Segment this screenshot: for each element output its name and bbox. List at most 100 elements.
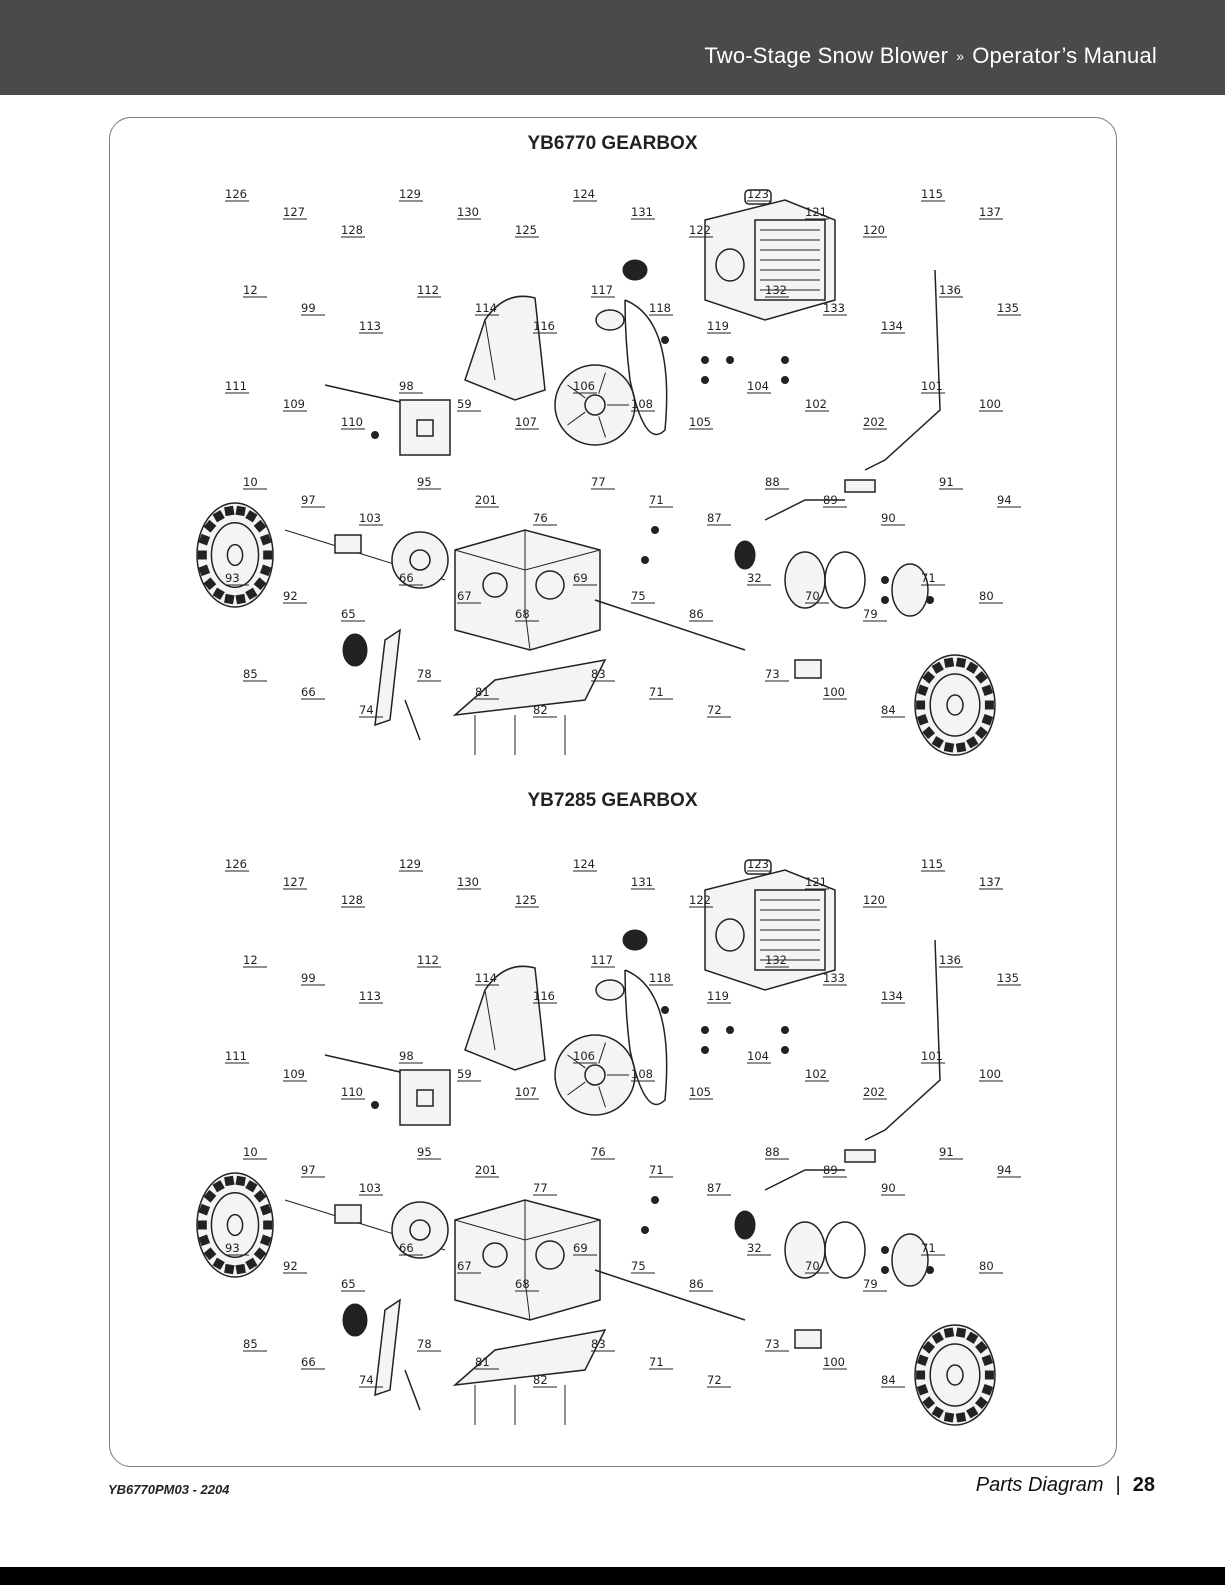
callout-label: 86 bbox=[689, 1277, 704, 1291]
callout-label: 71 bbox=[649, 1163, 664, 1177]
callout-label: 99 bbox=[301, 301, 316, 315]
callout-label: 101 bbox=[921, 1049, 943, 1063]
callout-label: 108 bbox=[631, 1067, 653, 1081]
callout-label: 102 bbox=[805, 1067, 827, 1081]
callout-label: 110 bbox=[341, 1085, 363, 1099]
callout-label: 98 bbox=[399, 379, 414, 393]
callout-label: 92 bbox=[283, 1259, 298, 1273]
callout-label: 82 bbox=[533, 703, 548, 717]
callout-label: 59 bbox=[457, 397, 472, 411]
callout-label: 86 bbox=[689, 607, 704, 621]
axle-shaft bbox=[594, 1269, 746, 1321]
callout-label: 104 bbox=[747, 1049, 769, 1063]
callout-label: 136 bbox=[939, 283, 961, 297]
callout-label: 10 bbox=[243, 1145, 258, 1159]
belt-cover bbox=[464, 965, 546, 1071]
callout-label: 71 bbox=[649, 1355, 664, 1369]
callout-label: 66 bbox=[301, 685, 316, 699]
callout-label: 131 bbox=[631, 875, 653, 889]
callout-label: 114 bbox=[475, 301, 497, 315]
pulley-assembly bbox=[554, 259, 668, 446]
callout-label: 72 bbox=[707, 703, 722, 717]
callout-label: 117 bbox=[591, 953, 613, 967]
callout-label: 97 bbox=[301, 1163, 316, 1177]
callout-label: 94 bbox=[997, 1163, 1012, 1177]
callout-label: 100 bbox=[979, 1067, 1001, 1081]
callout-label: 81 bbox=[475, 685, 490, 699]
callout-label: 101 bbox=[921, 379, 943, 393]
callout-label: 117 bbox=[591, 283, 613, 297]
callout-label: 128 bbox=[341, 893, 363, 907]
mount-bracket bbox=[324, 384, 451, 456]
callout-label: 87 bbox=[707, 1181, 722, 1195]
belt-cover bbox=[464, 295, 546, 401]
callout-label: 119 bbox=[707, 319, 729, 333]
callout-label: 106 bbox=[573, 379, 595, 393]
callout-label: 137 bbox=[979, 205, 1001, 219]
mount-bracket bbox=[324, 1054, 451, 1126]
callout-label: 130 bbox=[457, 875, 479, 889]
callout-label: 89 bbox=[823, 493, 838, 507]
callout-label: 66 bbox=[399, 1241, 414, 1255]
callout-label: 92 bbox=[283, 589, 298, 603]
callout-label: 88 bbox=[765, 1145, 780, 1159]
callout-label: 98 bbox=[399, 1049, 414, 1063]
callout-label: 123 bbox=[747, 857, 769, 871]
callout-label: 129 bbox=[399, 857, 421, 871]
callout-label: 71 bbox=[921, 1241, 936, 1255]
right-tire bbox=[914, 1324, 996, 1426]
callout-label: 202 bbox=[863, 1085, 885, 1099]
callout-label: 80 bbox=[979, 589, 994, 603]
callout-label: 95 bbox=[417, 475, 432, 489]
callout-label: 90 bbox=[881, 1181, 896, 1195]
diagram-frame bbox=[109, 117, 1117, 1467]
callout-label: 109 bbox=[283, 1067, 305, 1081]
callout-label: 66 bbox=[301, 1355, 316, 1369]
callout-label: 73 bbox=[765, 667, 780, 681]
callout-label: 126 bbox=[225, 857, 247, 871]
callout-label: 83 bbox=[591, 667, 606, 681]
callout-label: 70 bbox=[805, 1259, 820, 1273]
callout-label: 71 bbox=[649, 685, 664, 699]
callout-label: 111 bbox=[225, 1049, 247, 1063]
bottom-rule bbox=[0, 1567, 1225, 1585]
callout-label: 105 bbox=[689, 1085, 711, 1099]
callout-label: 67 bbox=[457, 589, 472, 603]
callout-label: 115 bbox=[921, 857, 943, 871]
callout-label: 68 bbox=[515, 1277, 530, 1291]
footer-divider: | bbox=[1115, 1474, 1121, 1496]
pulley-assembly bbox=[554, 929, 668, 1116]
left-tire bbox=[196, 1172, 274, 1278]
shift-rod bbox=[764, 269, 941, 521]
callout-label: 77 bbox=[591, 475, 606, 489]
callout-label: 76 bbox=[533, 511, 548, 525]
shift-lever bbox=[342, 1298, 421, 1411]
callout-label: 129 bbox=[399, 187, 421, 201]
header-separator: » bbox=[956, 48, 965, 64]
callout-label: 127 bbox=[283, 205, 305, 219]
exploded-view bbox=[196, 859, 996, 1426]
callout-label: 131 bbox=[631, 205, 653, 219]
section-title-yb7285: YB7285 GEARBOX bbox=[527, 790, 698, 811]
callout-label: 69 bbox=[573, 1241, 588, 1255]
callout-label: 107 bbox=[515, 415, 537, 429]
callout-label: 70 bbox=[805, 589, 820, 603]
callout-label: 32 bbox=[747, 1241, 762, 1255]
callout-label: 118 bbox=[649, 971, 671, 985]
callout-label: 68 bbox=[515, 607, 530, 621]
callout-label: 100 bbox=[979, 397, 1001, 411]
callout-label: 136 bbox=[939, 953, 961, 967]
callout-label: 66 bbox=[399, 571, 414, 585]
callout-label: 125 bbox=[515, 223, 537, 237]
callout-label: 74 bbox=[359, 1373, 374, 1387]
callout-label: 85 bbox=[243, 1337, 258, 1351]
parts-diagram-yb6770: 1261271281291301251241311221231211201151… bbox=[196, 187, 1021, 756]
callout-label: 81 bbox=[475, 1355, 490, 1369]
callout-label: 90 bbox=[881, 511, 896, 525]
header-manual: Operator’s Manual bbox=[972, 43, 1157, 68]
callout-label: 79 bbox=[863, 607, 878, 621]
callout-label: 100 bbox=[823, 685, 845, 699]
callout-label: 112 bbox=[417, 953, 439, 967]
callout-label: 89 bbox=[823, 1163, 838, 1177]
footer-page-info: Parts Diagram|28 bbox=[976, 1474, 1155, 1497]
